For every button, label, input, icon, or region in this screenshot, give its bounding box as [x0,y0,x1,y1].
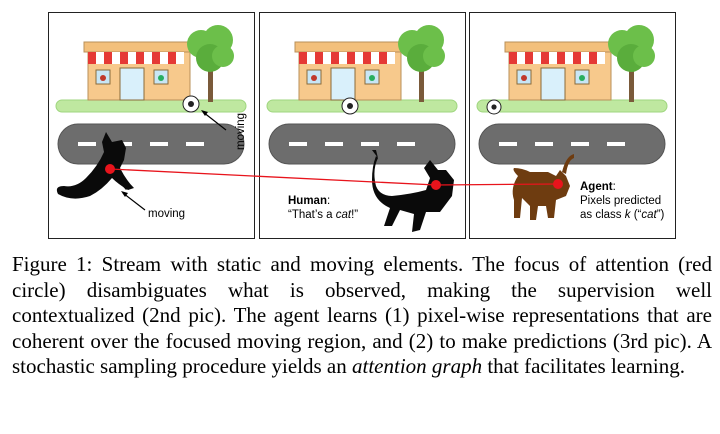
agent-line-2: as class k (“cat”) [580,209,665,221]
attention-point-3 [553,179,563,189]
football-icon [182,95,200,113]
caption-label: Figure 1: [12,252,93,276]
figure-caption: Figure 1: Stream with static and moving … [12,252,712,380]
football-icon [341,97,359,115]
agent-line-1: Pixels predicted [580,195,661,207]
attention-point-1 [105,164,115,174]
moving-label-ball: moving [235,113,247,150]
arrow-cat [122,192,146,211]
agent-label: Agent: [580,181,616,193]
figure-drawing: moving moving Human: “That’s a cat!” Age… [55,24,668,232]
moving-label-cat: moving [148,208,185,220]
panel-3-scene [476,24,668,165]
attention-trajectory [109,168,559,186]
figure-1: moving moving Human: “That’s a cat!” Age… [48,12,676,239]
panel-1-scene [55,24,247,165]
human-quote: “That’s a cat!” [288,209,358,221]
attention-point-2 [431,180,441,190]
caption-text-1: Stream with static and moving elements. … [12,252,712,379]
cat-black-panel-1 [56,132,134,199]
arrow-ball [202,111,227,131]
football-icon [486,99,502,115]
caption-emphasis: attention graph [352,354,483,379]
human-label: Human: [288,195,330,207]
panel-2-scene [266,24,458,165]
arrow-head-cat [121,191,128,197]
arrow-head-ball [201,110,208,116]
caption-text-2: that facilitates learning. [482,354,686,379]
cat-black-panel-2 [372,150,454,232]
